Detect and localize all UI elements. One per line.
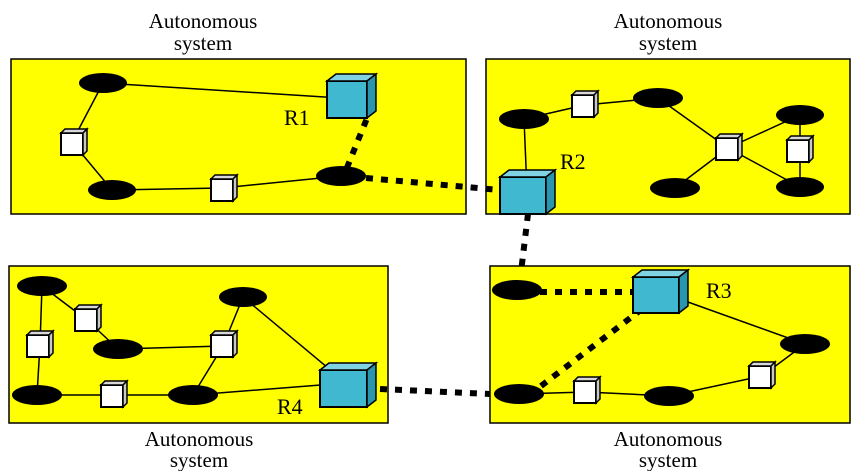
network-node [12,385,62,405]
internal-router [748,361,776,389]
network-node [168,385,218,405]
network-node [93,339,143,359]
network-node [644,386,694,406]
network-node [88,180,136,200]
router-label-r3: R3 [706,278,732,303]
as-label-bottom-right-line2: system [639,448,697,471]
network-node [316,166,366,186]
network-node [492,280,542,300]
as-label-bottom-left-line2: system [170,448,228,471]
network-node [17,276,67,296]
internal-router [571,90,599,118]
network-node [219,287,267,307]
internal-router [26,330,54,358]
internal-router [573,376,601,404]
router-r1 [324,72,379,120]
networks [12,73,830,406]
router-label-r2: R2 [560,149,586,174]
as-label-top-left-line2: system [174,31,232,55]
network-node [650,178,700,198]
internal-router [786,135,814,163]
router-label-r4: R4 [277,394,303,419]
network-node [494,384,544,404]
internal-router [715,133,743,161]
as-label-bottom-left-line1: Autonomous [145,427,254,451]
as-label-top-right-line2: system [639,31,697,55]
network-node [776,177,824,197]
internal-router [100,380,128,408]
internal-router [74,304,102,332]
network-node [780,334,830,354]
network-node [633,88,683,108]
internal-router [210,330,238,358]
router-r2 [497,168,558,216]
as-label-bottom-right-line1: Autonomous [614,427,723,451]
as-label-top-left-line1: Autonomous [149,9,258,33]
as-label-top-right-line1: Autonomous [614,9,723,33]
network-node [499,109,549,129]
router-r3 [630,268,691,315]
exterior-links [343,104,648,397]
network-node [79,73,127,93]
internal-router [210,174,238,202]
router-label-r1: R1 [284,105,310,130]
network-node [776,105,824,125]
router-r4 [317,361,379,409]
internal-router [60,128,88,156]
